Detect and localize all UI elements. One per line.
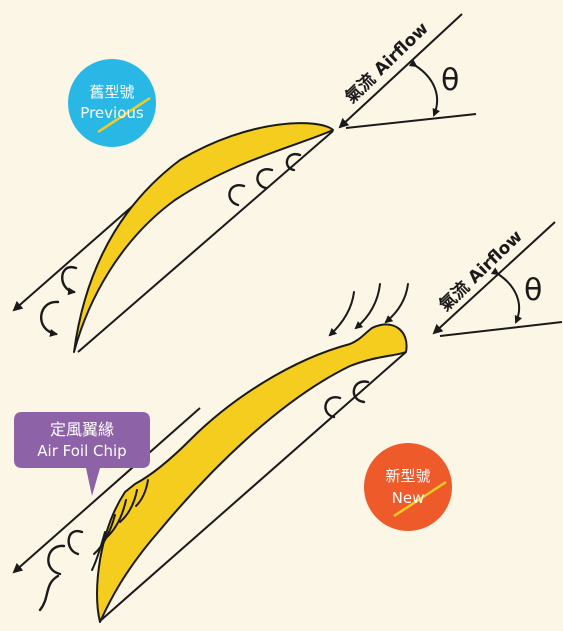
callout-subtitle: Air Foil Chip — [37, 442, 126, 460]
air-foil-chip-callout: 定風翼緣 Air Foil Chip — [14, 412, 150, 496]
new-reference-line — [440, 322, 562, 336]
new-airflow-label: 氣流 Airflow — [435, 226, 527, 316]
previous-blade-group: θ 氣流 Airflow — [14, 14, 476, 352]
new-badge: 新型號 New — [364, 443, 452, 531]
new-angle-arc — [498, 274, 519, 322]
previous-badge-title: 舊型號 — [89, 83, 134, 101]
callout-title: 定風翼緣 — [50, 420, 114, 439]
previous-angle-arc — [416, 66, 437, 115]
previous-badge-subtitle: Previous — [80, 104, 144, 122]
previous-airflow-label: 氣流 Airflow — [341, 18, 433, 108]
new-badge-title: 新型號 — [385, 467, 430, 485]
previous-blade — [74, 123, 333, 352]
new-badge-subtitle: New — [392, 489, 425, 507]
new-angle-symbol: θ — [524, 273, 542, 308]
previous-reference-line — [346, 114, 476, 128]
previous-badge: 舊型號 Previous — [68, 59, 156, 147]
new-blade — [97, 324, 407, 622]
previous-angle-symbol: θ — [441, 63, 459, 98]
